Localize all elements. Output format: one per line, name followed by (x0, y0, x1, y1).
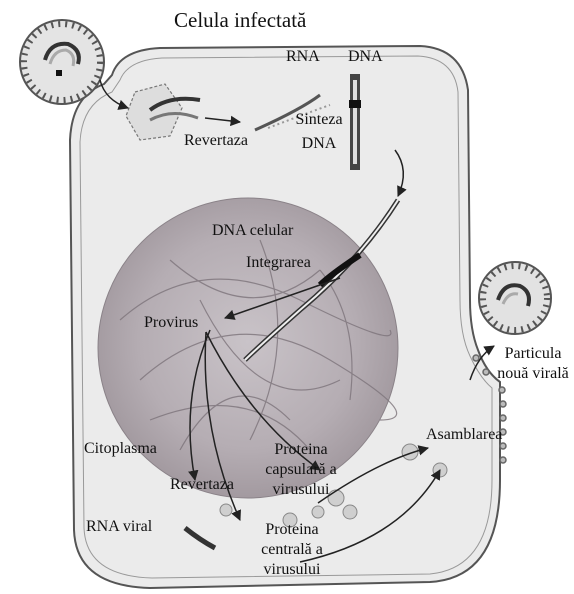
label-dna: DNA (348, 48, 383, 66)
label-particula-noua: Particula nouă virală (494, 344, 572, 384)
label-asamblarea: Asamblarea (426, 426, 502, 444)
label-revertaza-top: Revertaza (184, 132, 248, 150)
label-sinteza-dna: Sinteza DNA (284, 108, 354, 156)
label-dna-celular: DNA celular (212, 222, 293, 240)
label-provirus: Provirus (144, 314, 198, 332)
cell-title: Celula infectată (174, 8, 306, 33)
incoming-virus (20, 20, 104, 104)
label-revertaza-bottom: Revertaza (170, 476, 234, 494)
new-virus-particle (479, 262, 551, 334)
label-rna-viral: RNA viral (86, 518, 152, 536)
label-integrarea: Integrarea (246, 254, 311, 272)
label-citoplasma: Citoplasma (84, 440, 157, 458)
label-rna: RNA (286, 48, 320, 66)
label-proteina-capsulara: Proteina capsulară a virusului (246, 440, 356, 500)
label-proteina-centrala: Proteina centrală a virusului (242, 520, 342, 580)
